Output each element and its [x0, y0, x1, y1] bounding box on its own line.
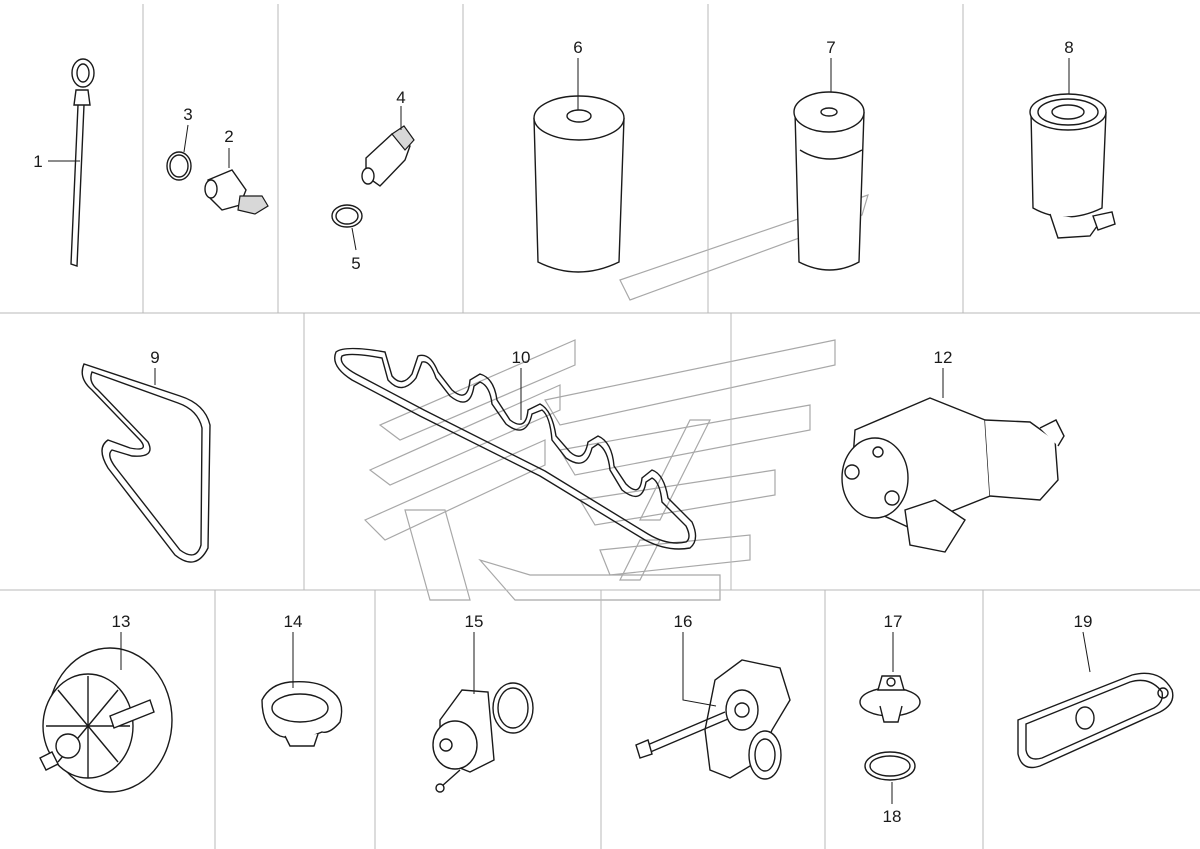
label-17: 17 — [884, 612, 903, 631]
label-14: 14 — [284, 612, 303, 631]
label-8: 8 — [1064, 38, 1073, 57]
label-1: 1 — [33, 152, 42, 171]
part-6-oil-filter — [533, 58, 625, 273]
part-13-alternator — [39, 632, 173, 793]
part-17-thermostat — [859, 632, 921, 804]
label-7: 7 — [826, 38, 835, 57]
part-7-fuel-filter — [793, 58, 865, 271]
label-2: 2 — [224, 127, 233, 146]
label-12: 12 — [934, 348, 953, 367]
label-13: 13 — [112, 612, 131, 631]
label-4: 4 — [396, 88, 405, 107]
part-14-oil-filler-cap — [261, 632, 343, 747]
part-10-valve-cover-gasket — [334, 347, 697, 550]
part-9-drive-belt — [81, 363, 211, 563]
part-2-sensor — [166, 124, 269, 215]
label-5: 5 — [351, 254, 360, 273]
part-4-sensor — [331, 106, 415, 251]
label-16: 16 — [674, 612, 693, 631]
label-9: 9 — [150, 348, 159, 367]
label-10: 10 — [512, 348, 531, 367]
watermark-logo — [363, 194, 869, 601]
part-15-water-pump — [432, 632, 534, 793]
label-18: 18 — [883, 807, 902, 826]
label-3: 3 — [183, 105, 192, 124]
part-number-labels: 1 2 3 4 5 6 7 8 9 10 12 13 14 15 16 17 1… — [33, 38, 1092, 826]
part-12-starter-motor — [841, 368, 1065, 553]
part-19-oil-cooler-gasket — [1017, 631, 1174, 769]
label-6: 6 — [573, 38, 582, 57]
part-16-belt-tensioner — [635, 632, 791, 780]
label-15: 15 — [465, 612, 484, 631]
label-19: 19 — [1074, 612, 1093, 631]
part-1-dipstick — [48, 58, 95, 267]
part-8-water-separator-filter — [1029, 58, 1116, 239]
grid-separators — [0, 4, 1200, 849]
